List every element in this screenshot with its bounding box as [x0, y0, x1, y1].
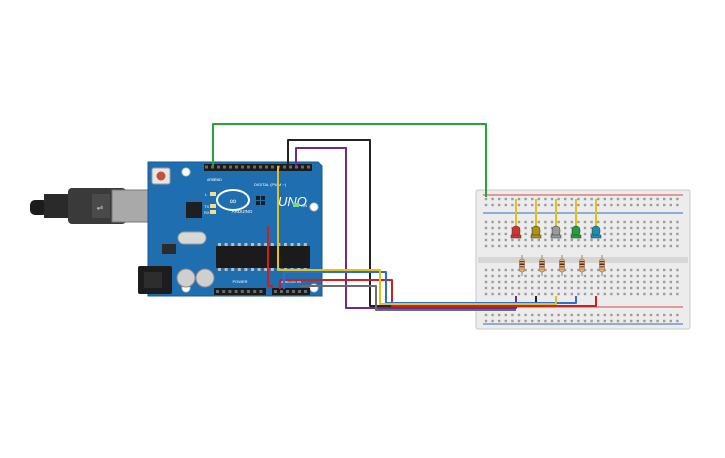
rx-led	[210, 210, 216, 214]
capacitor-1	[176, 268, 196, 288]
resistor[interactable]	[539, 255, 545, 276]
resistor[interactable]	[519, 255, 525, 276]
digital-label: DIGITAL (PWM ~)	[254, 182, 287, 187]
power-header[interactable]	[214, 288, 266, 295]
led-green[interactable]	[570, 225, 582, 239]
header-pin-hole[interactable]	[216, 290, 219, 293]
usb-cable-end	[30, 200, 48, 215]
header-pin-hole[interactable]	[307, 165, 310, 169]
usb-symbol-icon: ⇌	[97, 203, 104, 212]
wire-yellow[interactable]	[277, 166, 557, 305]
aref-label: AREF	[207, 178, 217, 182]
mount-hole-icon	[181, 167, 191, 177]
header-pin-hole[interactable]	[234, 290, 238, 293]
uno-logo-text: UNO	[278, 194, 307, 209]
header-pin-hole[interactable]	[301, 165, 304, 169]
led-red[interactable]	[510, 225, 522, 239]
wire-green[interactable]	[212, 123, 487, 197]
header-pin-hole[interactable]	[265, 165, 268, 169]
brand-label: ARDUINO	[232, 209, 253, 214]
power-label: POWER	[232, 279, 247, 284]
on-led	[293, 203, 299, 207]
regulator	[162, 244, 176, 254]
header-pin-hole[interactable]	[295, 165, 298, 169]
led-blue[interactable]	[590, 225, 602, 239]
usb-cable-boot	[44, 194, 74, 218]
arduino-infinity-icon: ∞	[230, 196, 236, 206]
breadboard-holes	[484, 197, 679, 323]
header-pin-hole[interactable]	[211, 165, 214, 169]
header-pin-hole[interactable]	[259, 165, 262, 169]
digital-header[interactable]	[204, 164, 312, 171]
header-pin-hole[interactable]	[240, 290, 244, 293]
header-pin-hole[interactable]	[286, 290, 289, 293]
usb-chip	[186, 202, 202, 218]
reset-button-cap[interactable]	[156, 171, 166, 181]
header-pin-hole[interactable]	[253, 165, 256, 169]
header-pin-hole[interactable]	[283, 165, 286, 169]
tx-led	[210, 204, 216, 208]
usb-plug-grip	[92, 194, 110, 218]
resistor[interactable]	[599, 255, 605, 276]
header-pin-hole[interactable]	[205, 165, 208, 169]
power-jack-inner	[144, 272, 162, 288]
header-pin-hole[interactable]	[259, 290, 263, 293]
header-pin-hole[interactable]	[222, 290, 226, 293]
crystal-oscillator	[177, 231, 207, 245]
header-pin-hole[interactable]	[274, 290, 277, 293]
header-pin-hole[interactable]	[247, 290, 250, 293]
l-led	[210, 192, 216, 196]
header-pin-hole[interactable]	[280, 290, 283, 293]
header-pin-hole[interactable]	[229, 165, 232, 169]
header-pin-hole[interactable]	[298, 290, 301, 293]
wires[interactable]	[212, 123, 597, 311]
on-label: ON	[301, 203, 307, 208]
header-pin-hole[interactable]	[292, 290, 295, 293]
wire-red-b[interactable]	[279, 279, 597, 307]
header-pin-hole[interactable]	[241, 165, 244, 169]
header-pin-hole[interactable]	[235, 165, 238, 169]
header-pin-hole[interactable]	[289, 165, 292, 169]
wire-red-a[interactable]	[267, 226, 273, 288]
board-pcb[interactable]	[147, 161, 323, 297]
wire-blue[interactable]	[283, 271, 577, 304]
analog-label: ANALOG IN	[279, 279, 301, 284]
header-pin-hole[interactable]	[228, 290, 232, 293]
components[interactable]	[510, 199, 605, 276]
gnd-label: GND	[214, 178, 222, 182]
usb-cable[interactable]: ⇌	[30, 188, 161, 224]
wire-gray[interactable]	[300, 285, 516, 311]
atmega-chip	[216, 246, 310, 268]
header-pin-hole[interactable]	[223, 165, 226, 169]
resistor[interactable]	[579, 255, 585, 276]
header-pin-hole[interactable]	[217, 165, 220, 169]
capacitor-2	[195, 268, 215, 288]
l-led-label: L	[205, 192, 208, 197]
arduino-uno-board[interactable]: ∞ ARDUINO UNO L TX RX ON AREF GND DIGITA…	[138, 161, 323, 297]
arduino-logo-icon	[216, 189, 250, 211]
rx-label: RX	[204, 210, 210, 215]
tx-label: TX	[204, 204, 209, 209]
icsp-header-top	[256, 196, 265, 205]
led-yellow[interactable]	[530, 225, 542, 239]
mount-hole-icon	[309, 202, 319, 212]
header-pin-hole[interactable]	[271, 165, 274, 169]
analog-header[interactable]	[272, 288, 310, 295]
header-pin-hole[interactable]	[304, 290, 307, 293]
bottom-pin-holes	[216, 290, 307, 293]
header-pin-hole[interactable]	[253, 290, 257, 293]
resistor[interactable]	[559, 255, 565, 276]
led-white[interactable]	[550, 225, 562, 239]
header-pin-hole[interactable]	[247, 165, 250, 169]
